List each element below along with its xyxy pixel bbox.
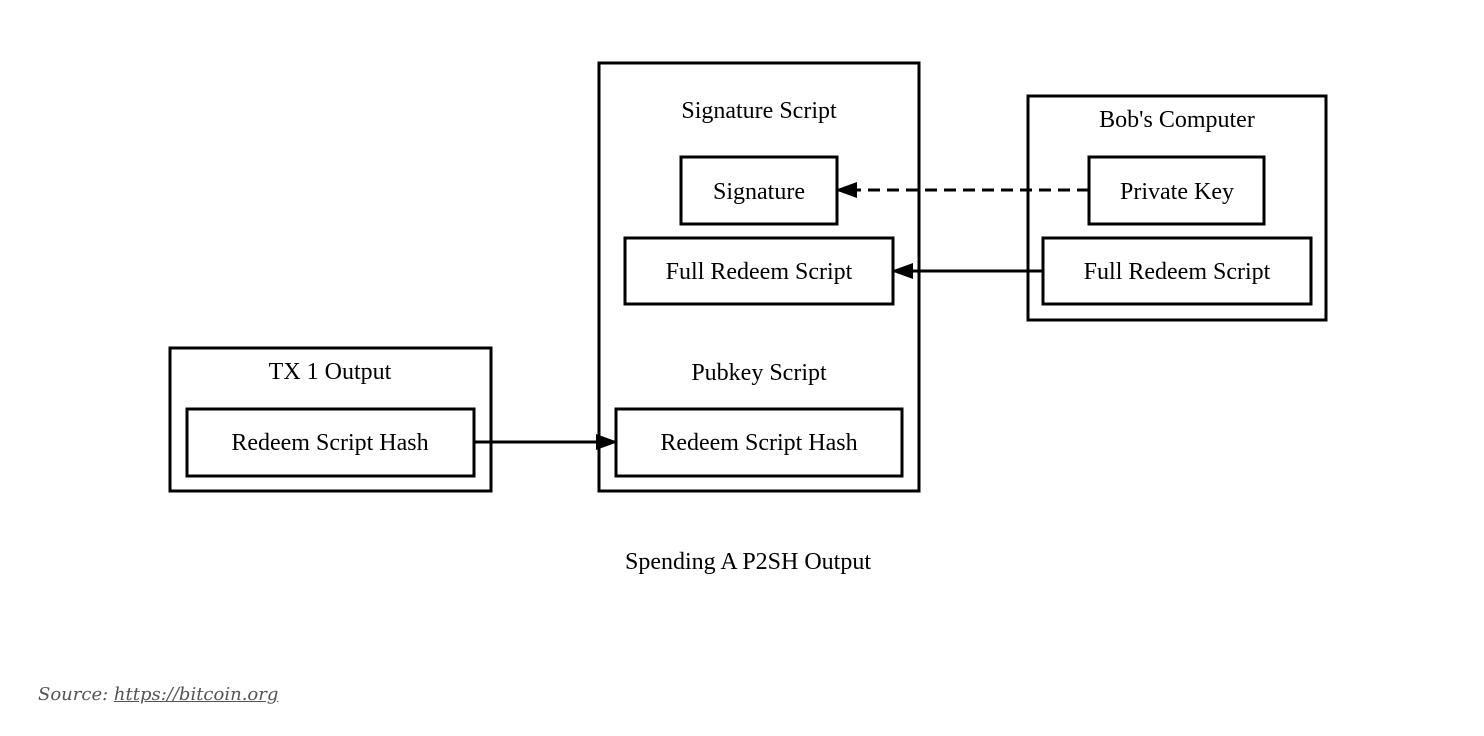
tx-full-redeem-script-node: Full Redeem Script <box>623 236 895 306</box>
signature-label: Signature <box>713 179 805 205</box>
private-key-label: Private Key <box>1120 179 1234 205</box>
tx-full-redeem-script-label: Full Redeem Script <box>666 259 853 285</box>
spending-tx-cluster: Signature Script Signature Full Redeem S… <box>597 61 921 493</box>
pubkey-script-label: Pubkey Script <box>691 360 827 386</box>
tx1-redeem-script-hash-label: Redeem Script Hash <box>231 430 428 456</box>
signature-node: Signature <box>679 155 839 226</box>
bobs-computer-label: Bob's Computer <box>1099 107 1255 133</box>
tx1-output-cluster: TX 1 Output Redeem Script Hash <box>168 346 493 493</box>
bobs-computer-cluster: Bob's Computer Private Key Full Redeem S… <box>1026 94 1328 322</box>
diagram-title: Spending A P2SH Output <box>625 549 871 575</box>
tx-redeem-script-hash-node: Redeem Script Hash <box>614 407 904 478</box>
signature-script-label: Signature Script <box>681 98 837 124</box>
tx1-output-label: TX 1 Output <box>269 359 392 385</box>
bobs-full-redeem-script-node: Full Redeem Script <box>1041 236 1313 306</box>
source-attribution: Source: https://bitcoin.org <box>38 684 278 705</box>
source-prefix: Source: <box>38 684 109 705</box>
tx-redeem-script-hash-label: Redeem Script Hash <box>660 430 857 456</box>
private-key-node: Private Key <box>1087 155 1266 226</box>
bobs-full-redeem-script-label: Full Redeem Script <box>1084 259 1271 285</box>
source-link[interactable]: https://bitcoin.org <box>113 684 279 705</box>
tx1-redeem-script-hash-node: Redeem Script Hash <box>185 407 476 478</box>
